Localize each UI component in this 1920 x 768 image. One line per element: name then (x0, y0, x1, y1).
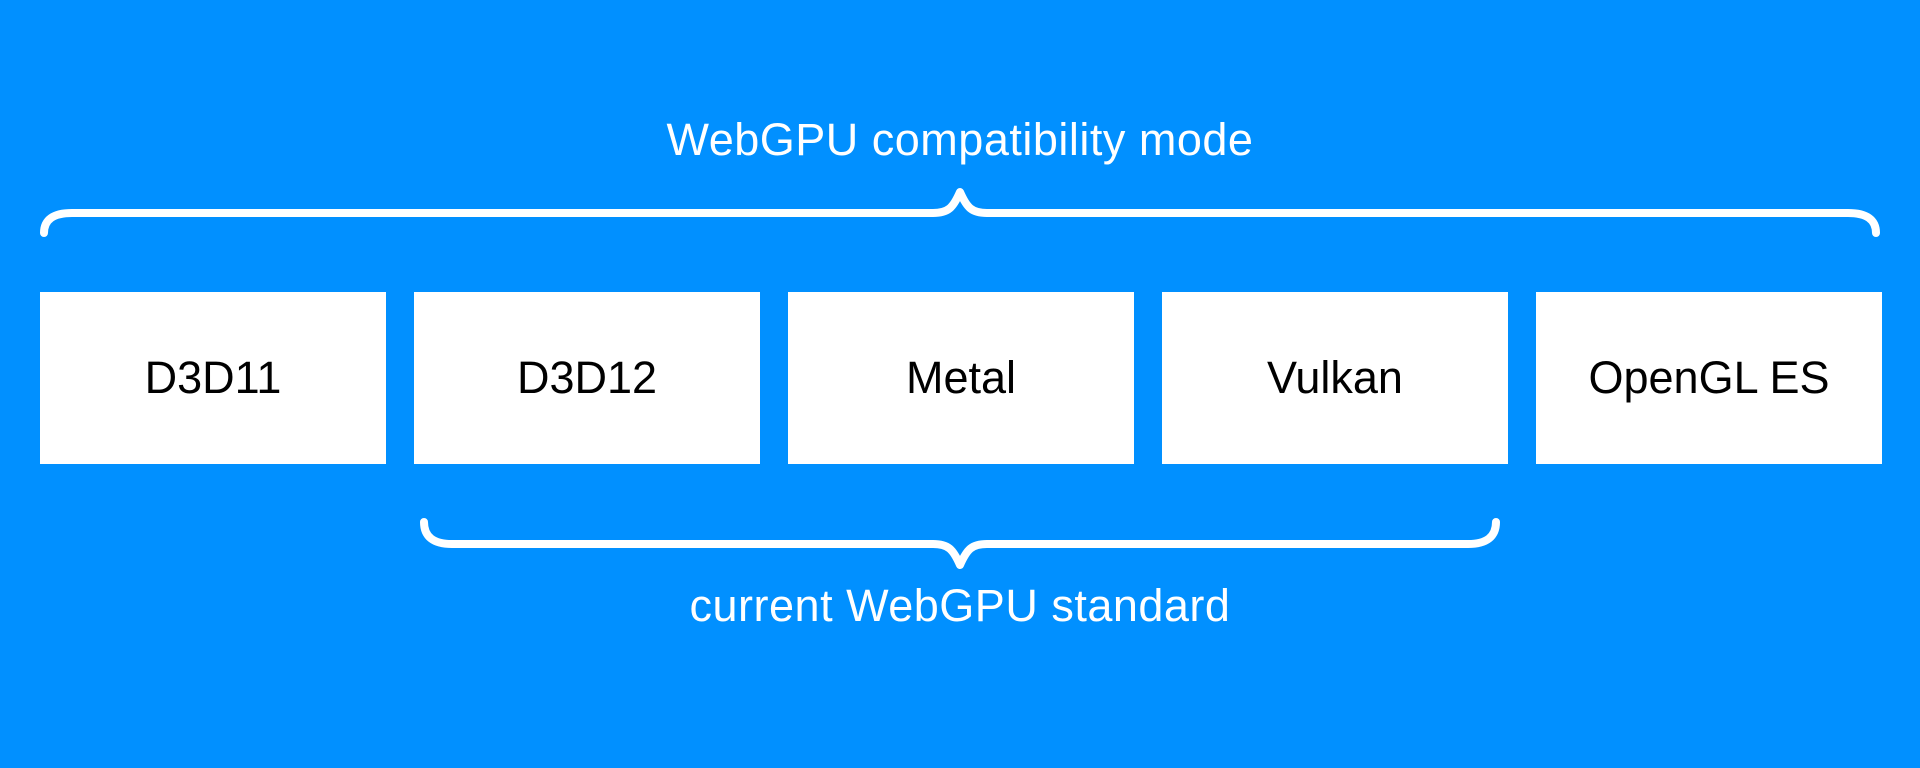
api-box-metal: Metal (788, 292, 1134, 464)
api-box-label: Vulkan (1267, 352, 1403, 403)
api-box-opengl-es: OpenGL ES (1536, 292, 1882, 464)
api-box-label: D3D12 (516, 352, 658, 403)
api-box-label: Metal (905, 352, 1017, 403)
api-box-d3d12: D3D12 (414, 292, 760, 464)
underbrace-icon (420, 518, 1500, 569)
api-box-d3d11: D3D11 (40, 292, 386, 464)
overbrace-icon (40, 188, 1880, 237)
api-box-label: OpenGL ES (1588, 352, 1830, 403)
api-boxes-row: D3D11 D3D12 Metal Vulkan OpenGL ES (40, 292, 1882, 464)
api-box-vulkan: Vulkan (1162, 292, 1508, 464)
overbrace-label: WebGPU compatibility mode (666, 114, 1254, 165)
api-box-label: D3D11 (144, 352, 282, 403)
underbrace-label: current WebGPU standard (689, 580, 1231, 631)
